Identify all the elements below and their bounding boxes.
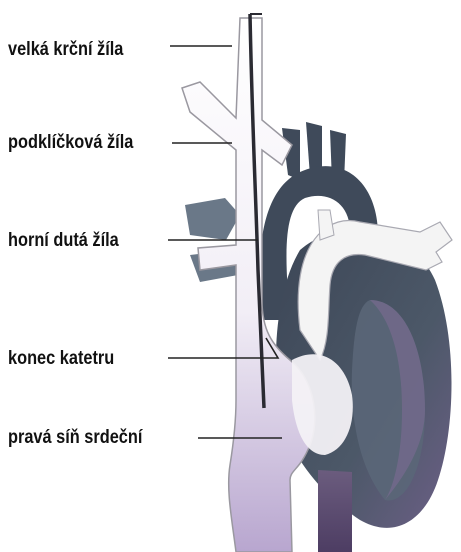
label-jugular-vein: velká krční žíla [8, 40, 123, 59]
label-catheter-tip: konec katetru [8, 349, 114, 368]
inferior-vena-cava [318, 470, 352, 552]
label-superior-vena-cava: horní dutá žíla [8, 231, 119, 250]
label-subclavian-vein: podklíčková žíla [8, 133, 133, 152]
label-right-atrium: pravá síň srdeční [8, 428, 142, 447]
